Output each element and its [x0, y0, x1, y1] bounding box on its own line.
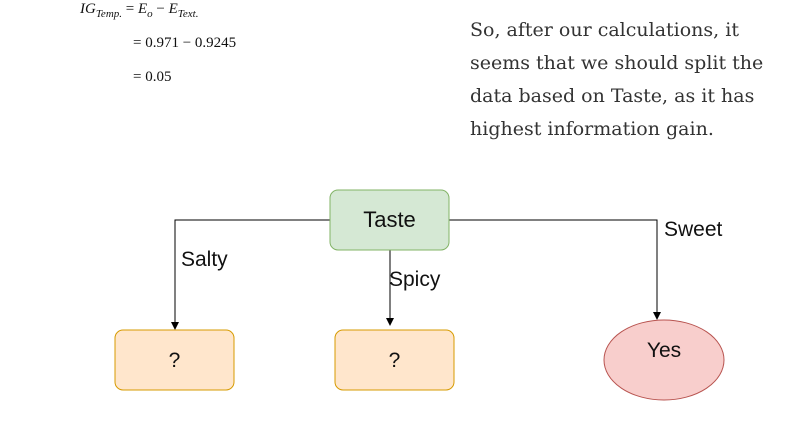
edge-label-sweet: Sweet — [664, 218, 723, 241]
leaf-spicy-label: ? — [388, 349, 401, 372]
explanation-paragraph: So, after our calculations, it seems tha… — [470, 14, 770, 146]
edge-salty-line — [171, 219, 330, 330]
entropy-text-subscript: Text. — [177, 8, 199, 20]
paragraph-line-4: highest information gain. — [470, 118, 714, 140]
root-node-label: Taste — [363, 207, 416, 232]
entropy-o-subscript: o — [147, 8, 153, 20]
paragraph-line-1: So, after our calculations, it — [470, 19, 739, 41]
formula-line-3: = 0.05 — [133, 69, 172, 85]
leaf-sweet-label: Yes — [646, 339, 682, 362]
root-node-taste — [329, 189, 450, 251]
entropy-text-symbol: E — [168, 1, 178, 17]
paragraph-line-2: seems that we should split the — [470, 52, 764, 74]
entropy-o-symbol: E — [137, 1, 148, 17]
formula-line-2: = 0.971 − 0.9245 — [133, 35, 237, 51]
paragraph-line-3: data based on Taste, as it has — [470, 85, 755, 107]
ig-subscript: Temp. — [95, 8, 123, 20]
edge-label-salty: Salty — [181, 248, 228, 271]
leaf-node-spicy — [334, 329, 455, 391]
edge-sweet-line — [449, 219, 661, 320]
ig-symbol: IG — [80, 1, 96, 17]
leaf-node-sweet — [603, 319, 725, 401]
leaf-node-salty — [114, 329, 235, 391]
edge-label-spicy: Spicy — [389, 268, 441, 291]
leaf-salty-label: ? — [168, 349, 181, 372]
formula-line-1: IGTemp. = Eo − EText. — [80, 1, 199, 20]
